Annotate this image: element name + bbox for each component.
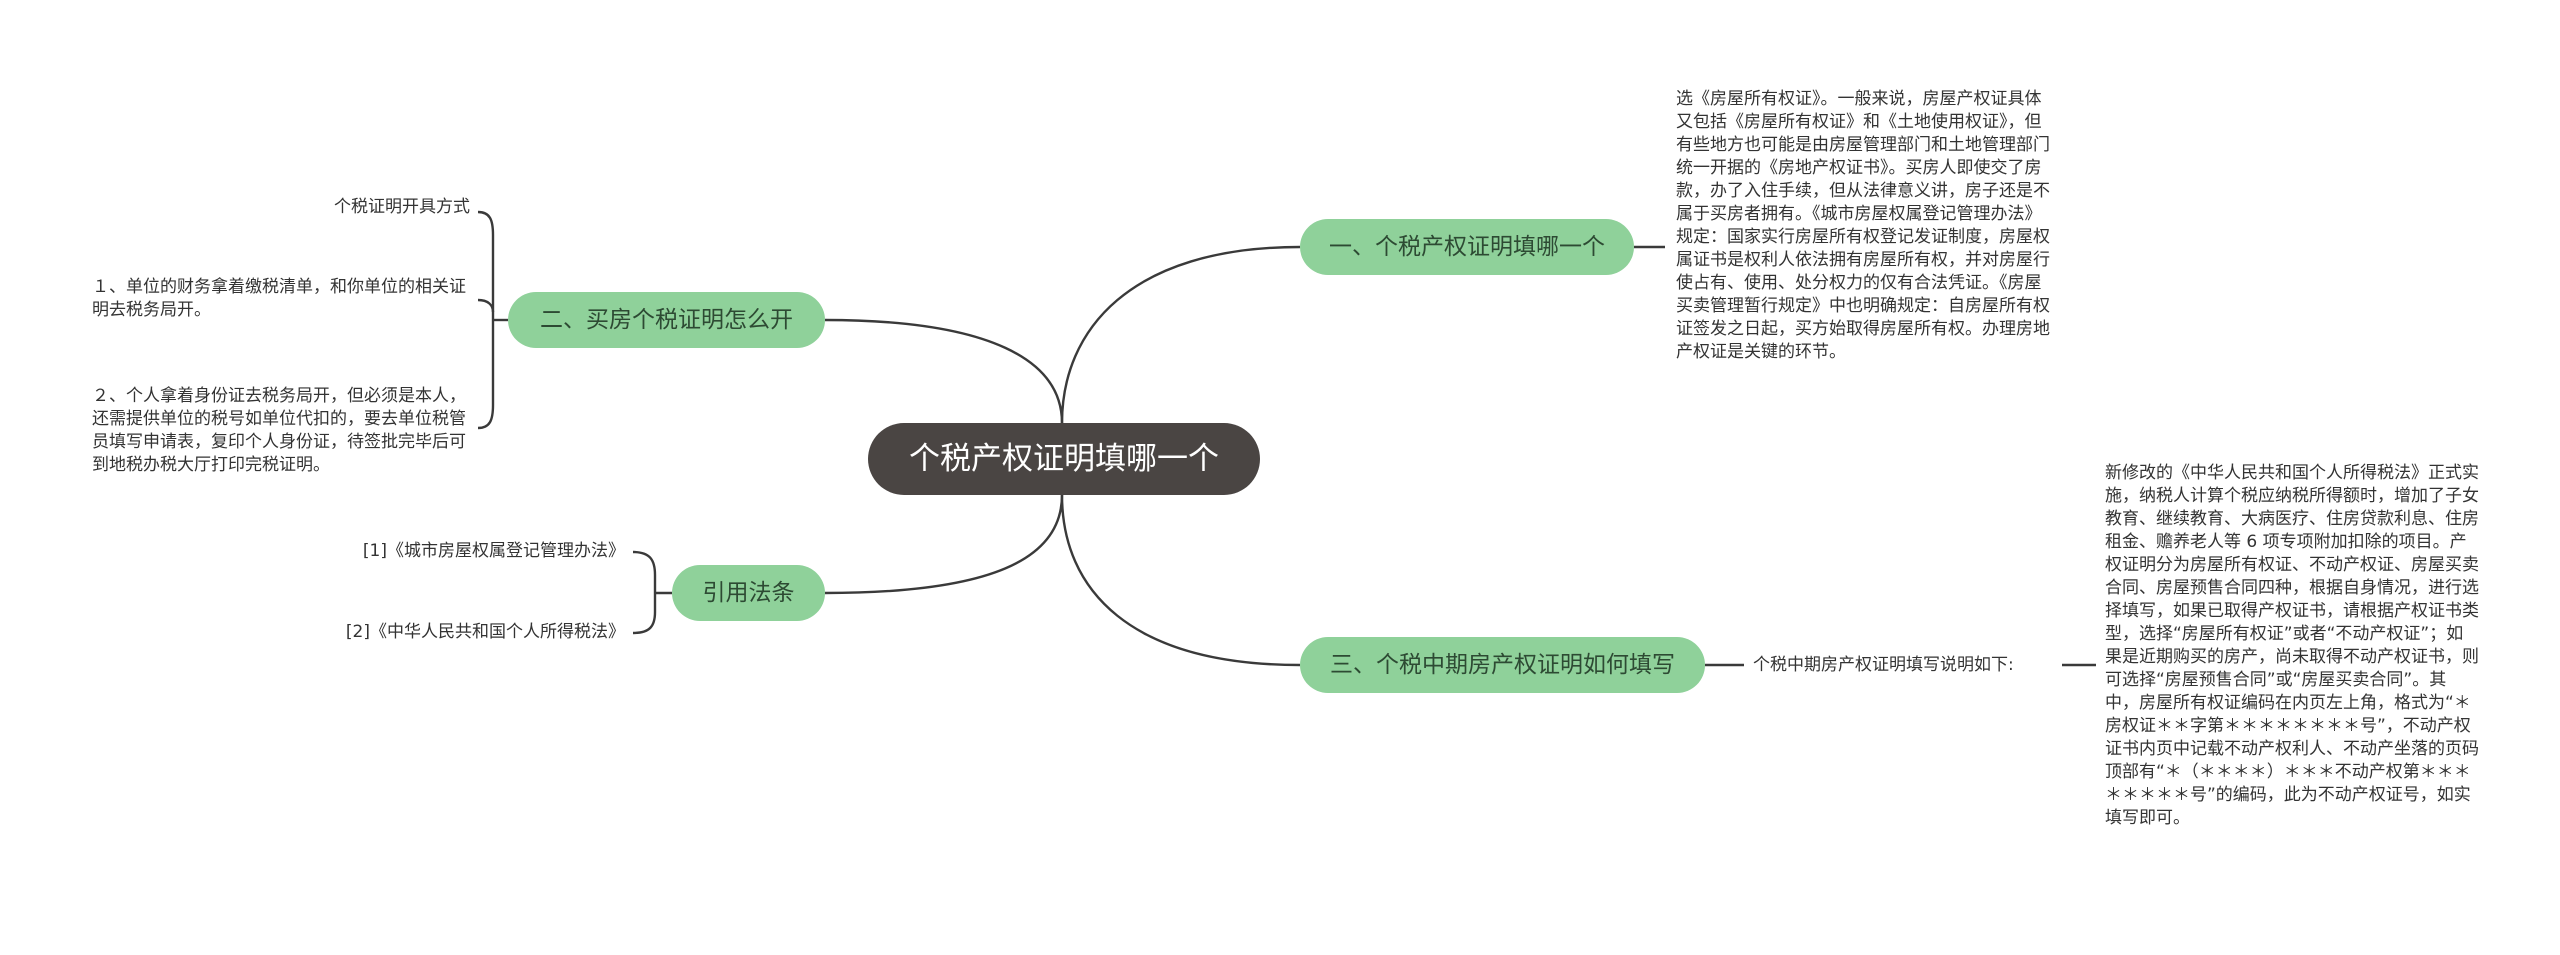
branch-3-leaf: 新修改的《中华人民共和国个人所得税法》正式实施，纳税人计算个税应纳税所得额时，增… xyxy=(2105,463,2479,828)
branch-topic-1[interactable]: 一、个税产权证明填哪一个 xyxy=(1300,219,1634,275)
branch-2-leaf-3: ２、个人拿着身份证去税务局开，但必须是本人，还需提供单位的税号如单位代扣的，要去… xyxy=(92,386,466,475)
link-cite-leaves xyxy=(632,550,657,635)
link-root-cite xyxy=(824,494,1064,595)
link-bracket-leaf1 xyxy=(477,210,495,430)
link-root-branch3 xyxy=(1060,494,1301,667)
citation-1: [1]《城市房屋权属登记管理办法》 xyxy=(362,541,625,561)
branch-2-leaf-1: 个税证明开具方式 xyxy=(334,197,470,217)
root-topic[interactable]: 个税产权证明填哪一个 xyxy=(868,423,1260,495)
branch-topic-cite[interactable]: 引用法条 xyxy=(672,565,825,621)
branch-3-mid-label: 个税中期房产权证明填写说明如下: xyxy=(1753,655,2014,675)
branch-1-leaf: 选《房屋所有权证》。一般来说，房屋产权证具体又包括《房屋所有权证》和《土地使用权… xyxy=(1676,89,2050,362)
branch-2-leaf-2: １、单位的财务拿着缴税清单，和你单位的相关证明去税务局开。 xyxy=(92,277,466,320)
branch-topic-3[interactable]: 三、个税中期房产权证明如何填写 xyxy=(1300,637,1705,693)
link-bracket-leaf2 xyxy=(477,298,495,313)
citation-2: [2]《中华人民共和国个人所得税法》 xyxy=(345,622,625,642)
link-root-branch1 xyxy=(1060,245,1301,424)
branch-topic-2[interactable]: 二、买房个税证明怎么开 xyxy=(508,292,825,348)
link-root-branch2 xyxy=(824,318,1064,424)
